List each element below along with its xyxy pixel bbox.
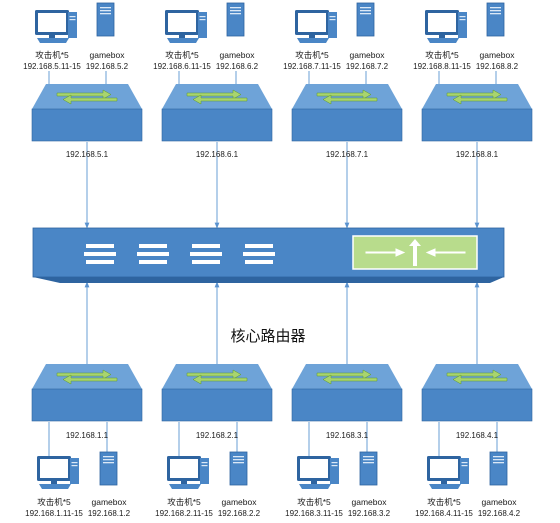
gamebox-server-icon-6	[226, 2, 245, 37]
attack-label-3: 攻击机*5	[297, 497, 331, 507]
router-port-icon-2	[137, 244, 169, 264]
gamebox-server-icon-5	[96, 2, 115, 37]
gamebox-ip-5: 192.168.5.2	[86, 62, 129, 71]
router-port-icon-1	[84, 244, 116, 264]
gamebox-server-icon-2	[229, 451, 248, 486]
switch-ip-3: 192.168.3.1	[326, 431, 369, 440]
gamebox-label-1: gamebox	[92, 497, 128, 507]
switch-ip-8: 192.168.8.1	[456, 150, 499, 159]
attack-host-icon-4	[427, 456, 469, 489]
router-port-icon-3	[190, 244, 222, 264]
attack-host-icon-7	[295, 10, 337, 43]
switch-icon-6	[161, 84, 273, 142]
gamebox-ip-1: 192.168.1.2	[88, 509, 131, 518]
router-switching-panel-icon	[352, 235, 478, 270]
gamebox-server-icon-7	[356, 2, 375, 37]
devices-layer	[31, 2, 533, 489]
switch-icon-5	[31, 84, 143, 142]
attack-label-1: 攻击机*5	[37, 497, 71, 507]
gamebox-label-4: gamebox	[482, 497, 518, 507]
core-router-label: 核心路由器	[230, 327, 305, 345]
gamebox-label-8: gamebox	[480, 50, 516, 60]
gamebox-ip-8: 192.168.8.2	[476, 62, 519, 71]
attack-label-4: 攻击机*5	[427, 497, 461, 507]
attack-label-8: 攻击机*5	[425, 50, 459, 60]
gamebox-server-icon-3	[359, 451, 378, 486]
links-layer	[48, 71, 498, 456]
attack-host-icon-8	[425, 10, 467, 43]
switch-ip-6: 192.168.6.1	[196, 150, 239, 159]
core-router	[32, 227, 505, 283]
gamebox-server-icon-8	[486, 2, 505, 37]
gamebox-label-6: gamebox	[220, 50, 256, 60]
attack-ip-2: 192.168.2.11-15	[155, 509, 213, 518]
attack-label-7: 攻击机*5	[295, 50, 329, 60]
switch-ip-1: 192.168.1.1	[66, 431, 109, 440]
switch-icon-3	[291, 364, 403, 422]
switch-icon-7	[291, 84, 403, 142]
switch-icon-8	[421, 84, 533, 142]
attack-ip-8: 192.168.8.11-15	[413, 62, 471, 71]
attack-host-icon-6	[165, 10, 207, 43]
switch-icon-1	[31, 364, 143, 422]
labels-layer: 攻击机*5 192.168.5.11-15 gamebox 192.168.5.2 19…	[23, 50, 521, 518]
attack-host-icon-3	[297, 456, 339, 489]
gamebox-label-2: gamebox	[222, 497, 258, 507]
gamebox-ip-4: 192.168.4.2	[478, 509, 521, 518]
core-router-base	[33, 277, 504, 283]
gamebox-server-icon-1	[99, 451, 118, 486]
attack-host-icon-1	[37, 456, 79, 489]
switch-ip-4: 192.168.4.1	[456, 431, 499, 440]
attack-label-5: 攻击机*5	[35, 50, 69, 60]
gamebox-ip-3: 192.168.3.2	[348, 509, 391, 518]
gamebox-ip-7: 192.168.7.2	[346, 62, 389, 71]
switch-ip-5: 192.168.5.1	[66, 150, 109, 159]
switch-ip-2: 192.168.2.1	[196, 431, 239, 440]
attack-ip-6: 192.168.6.11-15	[153, 62, 211, 71]
gamebox-ip-6: 192.168.6.2	[216, 62, 259, 71]
attack-host-icon-2	[167, 456, 209, 489]
gamebox-ip-2: 192.168.2.2	[218, 509, 261, 518]
gamebox-label-7: gamebox	[350, 50, 386, 60]
attack-host-icon-5	[35, 10, 77, 43]
attack-ip-1: 192.168.1.11-15	[25, 509, 83, 518]
attack-ip-3: 192.168.3.11-15	[285, 509, 343, 518]
router-port-icon-4	[243, 244, 275, 264]
attack-label-6: 攻击机*5	[165, 50, 199, 60]
attack-ip-4: 192.168.4.11-15	[415, 509, 473, 518]
switch-icon-4	[421, 364, 533, 422]
gamebox-server-icon-4	[489, 451, 508, 486]
switch-ip-7: 192.168.7.1	[326, 150, 369, 159]
switch-icon-2	[161, 364, 273, 422]
attack-ip-7: 192.168.7.11-15	[283, 62, 341, 71]
attack-label-2: 攻击机*5	[167, 497, 201, 507]
attack-ip-5: 192.168.5.11-15	[23, 62, 81, 71]
gamebox-label-5: gamebox	[90, 50, 126, 60]
gamebox-label-3: gamebox	[352, 497, 388, 507]
